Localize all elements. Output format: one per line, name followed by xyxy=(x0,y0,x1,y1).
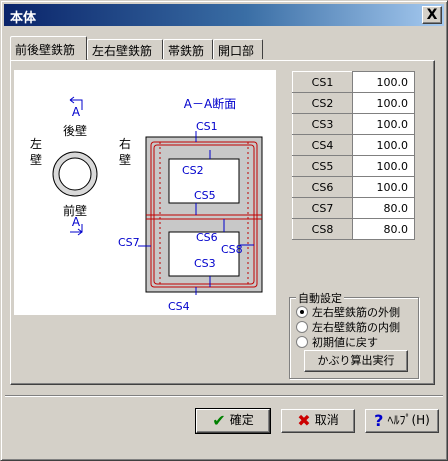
cs-row-value[interactable]: 80.0 xyxy=(352,218,415,240)
left-wall-label-2: 壁 xyxy=(30,152,42,167)
front-wall-label: 前壁 xyxy=(63,203,87,218)
ok-button[interactable]: ✔確定 xyxy=(195,408,271,434)
cs2-label: CS2 xyxy=(182,164,204,177)
cs-row-label: CS5 xyxy=(292,155,353,177)
x-icon: ✖ xyxy=(297,411,311,430)
cs-row-value[interactable]: 100.0 xyxy=(352,155,415,177)
cs-row-value[interactable]: 100.0 xyxy=(352,92,415,114)
cs-row-label: CS7 xyxy=(292,197,353,219)
close-button[interactable]: X xyxy=(422,6,442,24)
tab-label: 開口部 xyxy=(218,44,255,58)
cs6-label: CS6 xyxy=(196,231,218,244)
marker-a-bottom-arrow xyxy=(70,224,83,236)
group-title: 自動設定 xyxy=(296,290,344,306)
cs-row-label: CS6 xyxy=(292,176,353,198)
marker-a-top: A xyxy=(72,105,81,119)
opening-upper xyxy=(168,158,240,204)
radio-label: 初期値に戻す xyxy=(312,336,378,349)
tab-label: 前後壁鉄筋 xyxy=(15,43,76,57)
window-title: 本体 xyxy=(10,11,37,26)
calc-cover-label: かぶり算出実行 xyxy=(317,354,395,367)
cancel-label: 取消 xyxy=(314,413,339,427)
right-wall-label-2: 壁 xyxy=(119,152,131,167)
radio-dot[interactable] xyxy=(296,336,308,348)
cs-row-value[interactable]: 100.0 xyxy=(352,113,415,135)
tab-label: 帯鉄筋 xyxy=(168,44,205,58)
tab-front-back-rebar[interactable]: 前後壁鉄筋 xyxy=(10,36,87,60)
opening-lower xyxy=(168,231,240,277)
tab-opening[interactable]: 開口部 xyxy=(213,39,263,59)
tab-hoop-rebar[interactable]: 帯鉄筋 xyxy=(163,39,213,59)
radio-inner[interactable]: 左右壁鉄筋の内側 xyxy=(296,319,400,334)
radio-dot[interactable] xyxy=(296,306,308,318)
marker-a-bottom: A xyxy=(72,215,81,229)
help-label: ﾍﾙﾌﾟ(H) xyxy=(387,413,430,427)
radio-label: 左右壁鉄筋の外側 xyxy=(312,306,400,319)
title-bar: 本体 X xyxy=(4,4,444,26)
cs3-label: CS3 xyxy=(194,257,216,270)
dimension-arrows xyxy=(138,131,254,295)
section-diagram: 後壁 前壁 左 壁 右 壁 A A A－A断面 xyxy=(14,70,276,315)
back-wall-label: 後壁 xyxy=(63,123,87,138)
cs-row-label: CS2 xyxy=(292,92,353,114)
cs-row-value[interactable]: 80.0 xyxy=(352,197,415,219)
question-icon: ? xyxy=(374,411,384,430)
ok-label: 確定 xyxy=(229,413,254,427)
separator xyxy=(5,395,443,397)
check-icon: ✔ xyxy=(212,411,226,430)
close-icon: X xyxy=(426,7,438,23)
auto-setting-group: 自動設定 左右壁鉄筋の外側 左右壁鉄筋の内側 初期値に戻す かぶり算出実行 xyxy=(289,290,419,379)
cs1-label: CS1 xyxy=(196,120,218,133)
calc-cover-button[interactable]: かぶり算出実行 xyxy=(304,350,408,372)
radio-label: 左右壁鉄筋の内側 xyxy=(312,321,400,334)
tab-label: 左右壁鉄筋 xyxy=(92,44,153,58)
right-wall-label-1: 右 xyxy=(119,136,131,151)
cs-row-value[interactable]: 100.0 xyxy=(352,176,415,198)
cs-row-label: CS1 xyxy=(292,71,353,93)
cs-row-value[interactable]: 100.0 xyxy=(352,71,415,93)
wall-circle-inner xyxy=(58,157,92,191)
radio-reset[interactable]: 初期値に戻す xyxy=(296,334,378,349)
cs-row-label: CS8 xyxy=(292,218,353,240)
tab-left-right-rebar[interactable]: 左右壁鉄筋 xyxy=(87,39,163,59)
cs-row-value[interactable]: 100.0 xyxy=(352,134,415,156)
cs5-label: CS5 xyxy=(194,189,216,202)
radio-dot[interactable] xyxy=(296,321,308,333)
cs4-label: CS4 xyxy=(168,300,190,313)
cs-row-label: CS4 xyxy=(292,134,353,156)
cs7-label: CS7 xyxy=(118,236,140,249)
section-title: A－A断面 xyxy=(184,96,236,111)
left-wall-label-1: 左 xyxy=(30,136,42,151)
cancel-button[interactable]: ✖取消 xyxy=(281,409,355,433)
cs-row-label: CS3 xyxy=(292,113,353,135)
marker-a-top-arrow xyxy=(69,96,83,110)
help-button[interactable]: ?ﾍﾙﾌﾟ(H) xyxy=(365,409,439,433)
radio-outer[interactable]: 左右壁鉄筋の外側 xyxy=(296,304,400,319)
cs8-label: CS8 xyxy=(221,243,243,256)
